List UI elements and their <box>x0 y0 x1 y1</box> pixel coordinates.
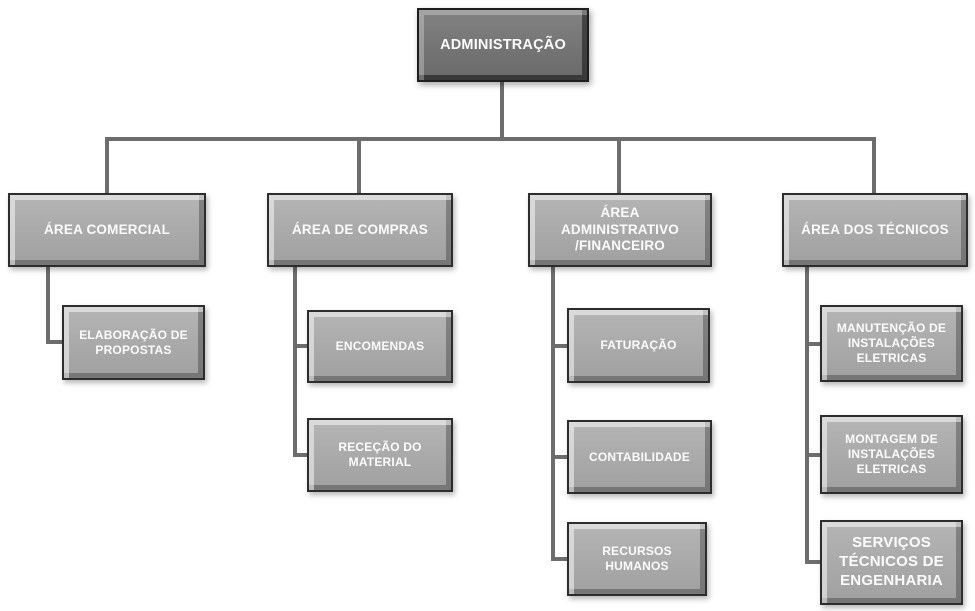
node-area-administrativo-financeiro: ÁREA ADMINISTRATIVO /FINANCEIRO <box>528 193 712 267</box>
node-label: FATURAÇÃO <box>600 338 677 352</box>
node-label: RECURSOS HUMANOS <box>602 544 672 573</box>
connector-hang-compras <box>293 267 297 457</box>
node-area-comercial: ÁREA COMERCIAL <box>8 193 206 267</box>
connector-root-stem <box>500 82 504 139</box>
node-manutencao-instalacoes-eletricas: MANUTENÇÃO DE INSTALAÇÕES ELETRICAS <box>820 305 963 382</box>
node-label: ÁREA DE COMPRAS <box>291 221 428 237</box>
node-montagem-instalacoes-eletricas: MONTAGEM DE INSTALAÇÕES ELETRICAS <box>820 415 963 494</box>
node-label: CONTABILIDADE <box>588 449 691 464</box>
connector-hang-tecnicos <box>805 267 809 564</box>
connector-hang-adminfin <box>551 267 555 561</box>
node-area-de-compras: ÁREA DE COMPRAS <box>267 193 453 267</box>
connector-drop-comercial <box>105 137 109 193</box>
node-label: ÁREA DOS TÉCNICOS <box>801 221 949 237</box>
node-label: ADMINISTRAÇÃO <box>440 36 566 53</box>
connector-elbow <box>46 340 64 344</box>
connector-drop-adminfin <box>617 137 621 193</box>
connector-drop-compras <box>357 137 361 193</box>
node-label: MONTAGEM DE INSTALAÇÕES ELETRICAS <box>845 432 938 476</box>
node-label: ÁREA ADMINISTRATIVO /FINANCEIRO <box>560 204 680 254</box>
connector-elbow <box>805 342 822 346</box>
connector-elbow <box>551 557 569 561</box>
node-label: RECEÇÃO DO MATERIAL <box>338 440 422 469</box>
connector-drop-tecnicos <box>872 137 876 193</box>
node-administracao: ADMINISTRAÇÃO <box>417 8 589 82</box>
connector-bus <box>105 137 876 141</box>
node-rececao-do-material: RECEÇÃO DO MATERIAL <box>307 418 453 492</box>
node-label: ÁREA COMERCIAL <box>43 221 171 237</box>
node-label: ELABORAÇÃO DE PROPOSTAS <box>79 327 188 357</box>
node-servicos-tecnicos-engenharia: SERVIÇOS TÉCNICOS DE ENGENHARIA <box>820 520 963 605</box>
node-label: SERVIÇOS TÉCNICOS DE ENGENHARIA <box>839 534 944 589</box>
connector-elbow <box>293 453 309 457</box>
connector-elbow <box>805 453 822 457</box>
node-recursos-humanos: RECURSOS HUMANOS <box>567 522 707 596</box>
node-label: MANUTENÇÃO DE INSTALAÇÕES ELETRICAS <box>836 321 947 365</box>
connector-elbow <box>293 344 309 348</box>
connector-elbow <box>551 455 569 459</box>
node-elaboracao-de-propostas: ELABORAÇÃO DE PROPOSTAS <box>62 305 205 380</box>
node-area-dos-tecnicos: ÁREA DOS TÉCNICOS <box>782 193 968 267</box>
connector-hang-comercial <box>46 267 50 344</box>
node-label: ENCOMENDAS <box>335 339 425 353</box>
node-faturacao: FATURAÇÃO <box>567 308 710 383</box>
node-encomendas: ENCOMENDAS <box>307 310 453 383</box>
connector-elbow <box>551 344 569 348</box>
node-contabilidade: CONTABILIDADE <box>567 420 712 494</box>
connector-elbow <box>805 560 822 564</box>
